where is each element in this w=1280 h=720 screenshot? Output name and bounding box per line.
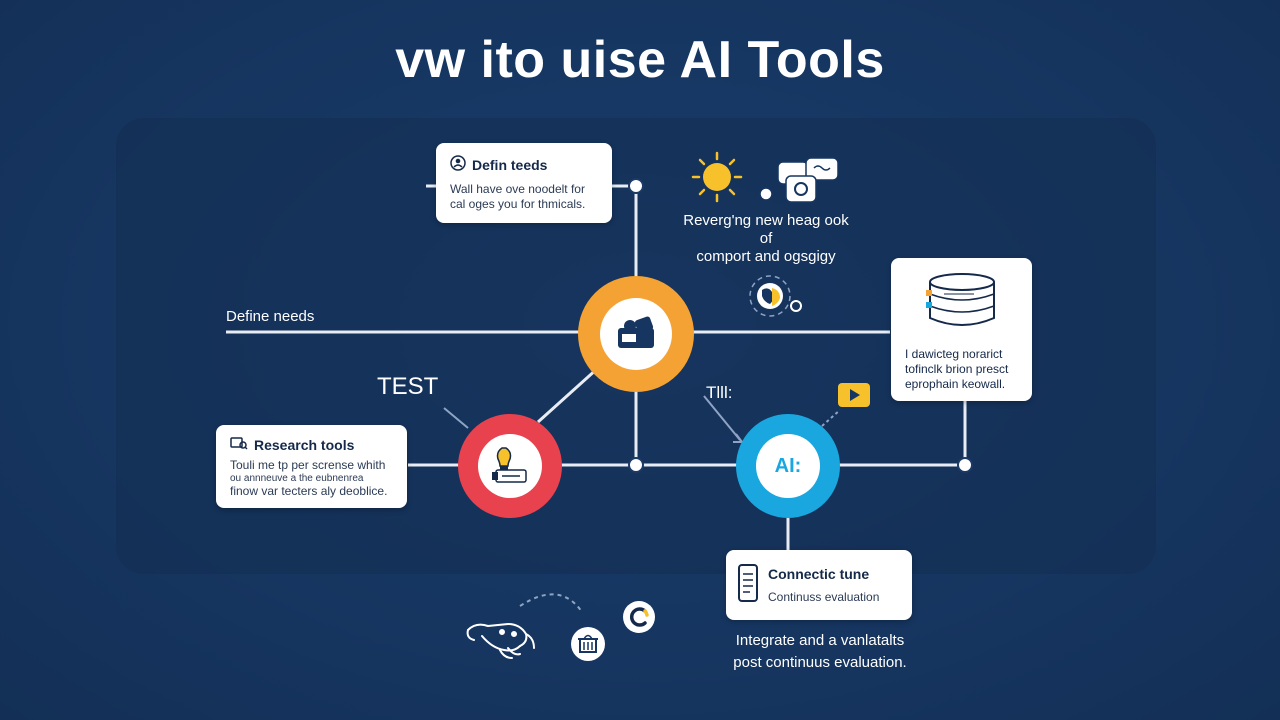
sun-icon: [690, 150, 744, 209]
til-label: Tlll:: [706, 383, 733, 402]
right-card-line2: tofinclk brion presct: [905, 362, 1009, 376]
c-badge-icon: [622, 600, 656, 639]
chat-tail-icon: [766, 476, 778, 494]
test-label: TEST: [377, 373, 439, 400]
page-title: vw ito uise AI Tools: [395, 31, 885, 89]
globe-icon: [742, 270, 806, 327]
junction-dot-top: [628, 178, 644, 194]
research-card-line1: Touli me tp per scrense whith: [230, 458, 386, 472]
handshake-icon: [464, 612, 540, 669]
define-card-line1: Wall have ove noodelt for: [450, 182, 585, 196]
define-needs-label: Define needs: [226, 308, 315, 325]
junction-dot-center: [628, 457, 644, 473]
right-card-line3: eprophain keowall.: [905, 377, 1006, 391]
connectic-tune-card: Connectic tune Continuss evaluation: [726, 550, 912, 620]
data-storage-card: I dawicteg norarict tofinclk brion presc…: [891, 258, 1032, 401]
research-card-line3: finow var tecters aly deoblice.: [230, 484, 388, 498]
research-tools-card: Research tools Touli me tp per scrense w…: [216, 425, 407, 508]
blue-ai-node: AI:: [736, 414, 840, 518]
play-icon: [838, 383, 870, 412]
red-node: [458, 414, 562, 518]
right-card-line1: I dawicteg norarict: [905, 347, 1003, 361]
define-card-line2: cal oges you for thmicals.: [450, 197, 586, 211]
integrate-text: Integrate and a vanlatalts post continuu…: [728, 630, 912, 674]
junction-dot-right: [957, 457, 973, 473]
orange-node: [578, 276, 694, 392]
integrate-line2: post continuus evaluation.: [733, 654, 907, 671]
research-card-line2: ou annneuve a the eubnenrea: [230, 473, 364, 484]
define-card-heading: Defin teeds: [472, 156, 548, 173]
connect-card-heading: Connectic tune: [768, 566, 870, 582]
reverg-text: Reverg'ng new heag ook of comport and og…: [680, 212, 852, 266]
define-needs-card: Defin teeds Wall have ove noodelt for ca…: [436, 143, 612, 223]
research-card-heading: Research tools: [254, 436, 355, 453]
workstation-icon: [614, 312, 658, 357]
reverg-line2: comport and ogsgigy: [696, 248, 836, 265]
database-icon: [924, 270, 1000, 335]
chat-bubbles-icon: [758, 156, 842, 215]
person-icon: [450, 155, 466, 174]
basket-icon: [570, 626, 606, 667]
reverg-line1: Reverg'ng new heag ook of: [683, 212, 849, 247]
lightbulb-icon: [488, 444, 532, 489]
connect-card-subheading: Continuss evaluation: [768, 590, 880, 604]
ai-badge-text: AI:: [774, 454, 802, 477]
integrate-line1: Integrate and a vanlatalts: [735, 632, 905, 649]
phone-icon: [738, 563, 758, 607]
research-icon: [230, 436, 248, 453]
